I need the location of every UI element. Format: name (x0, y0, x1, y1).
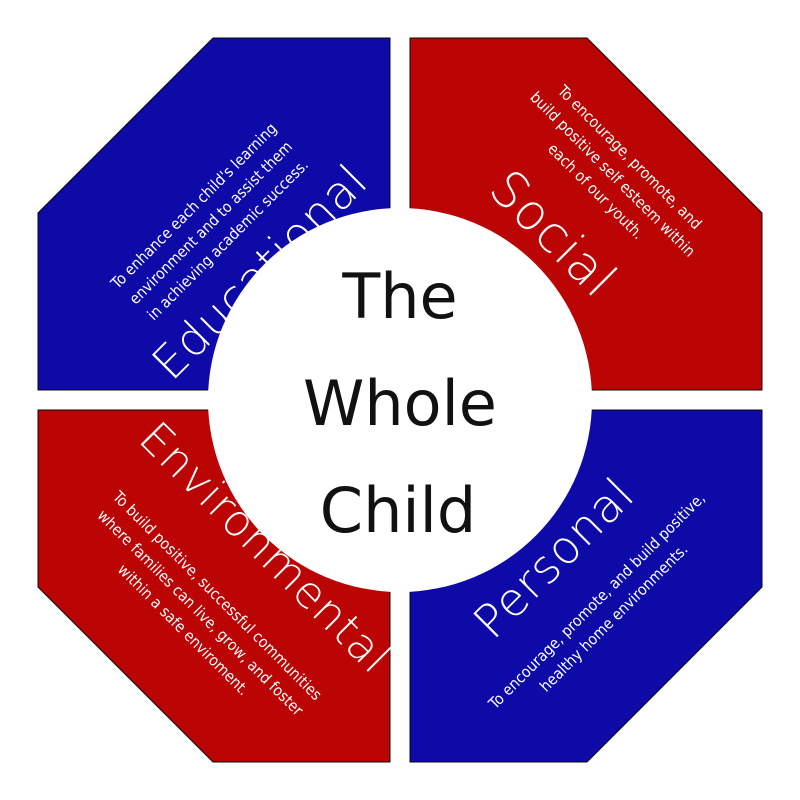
center-title-line3: Child (320, 474, 476, 547)
center-circle (208, 208, 592, 592)
center-title-line1: The (341, 260, 457, 333)
center-title-line2: Whole (303, 367, 497, 440)
